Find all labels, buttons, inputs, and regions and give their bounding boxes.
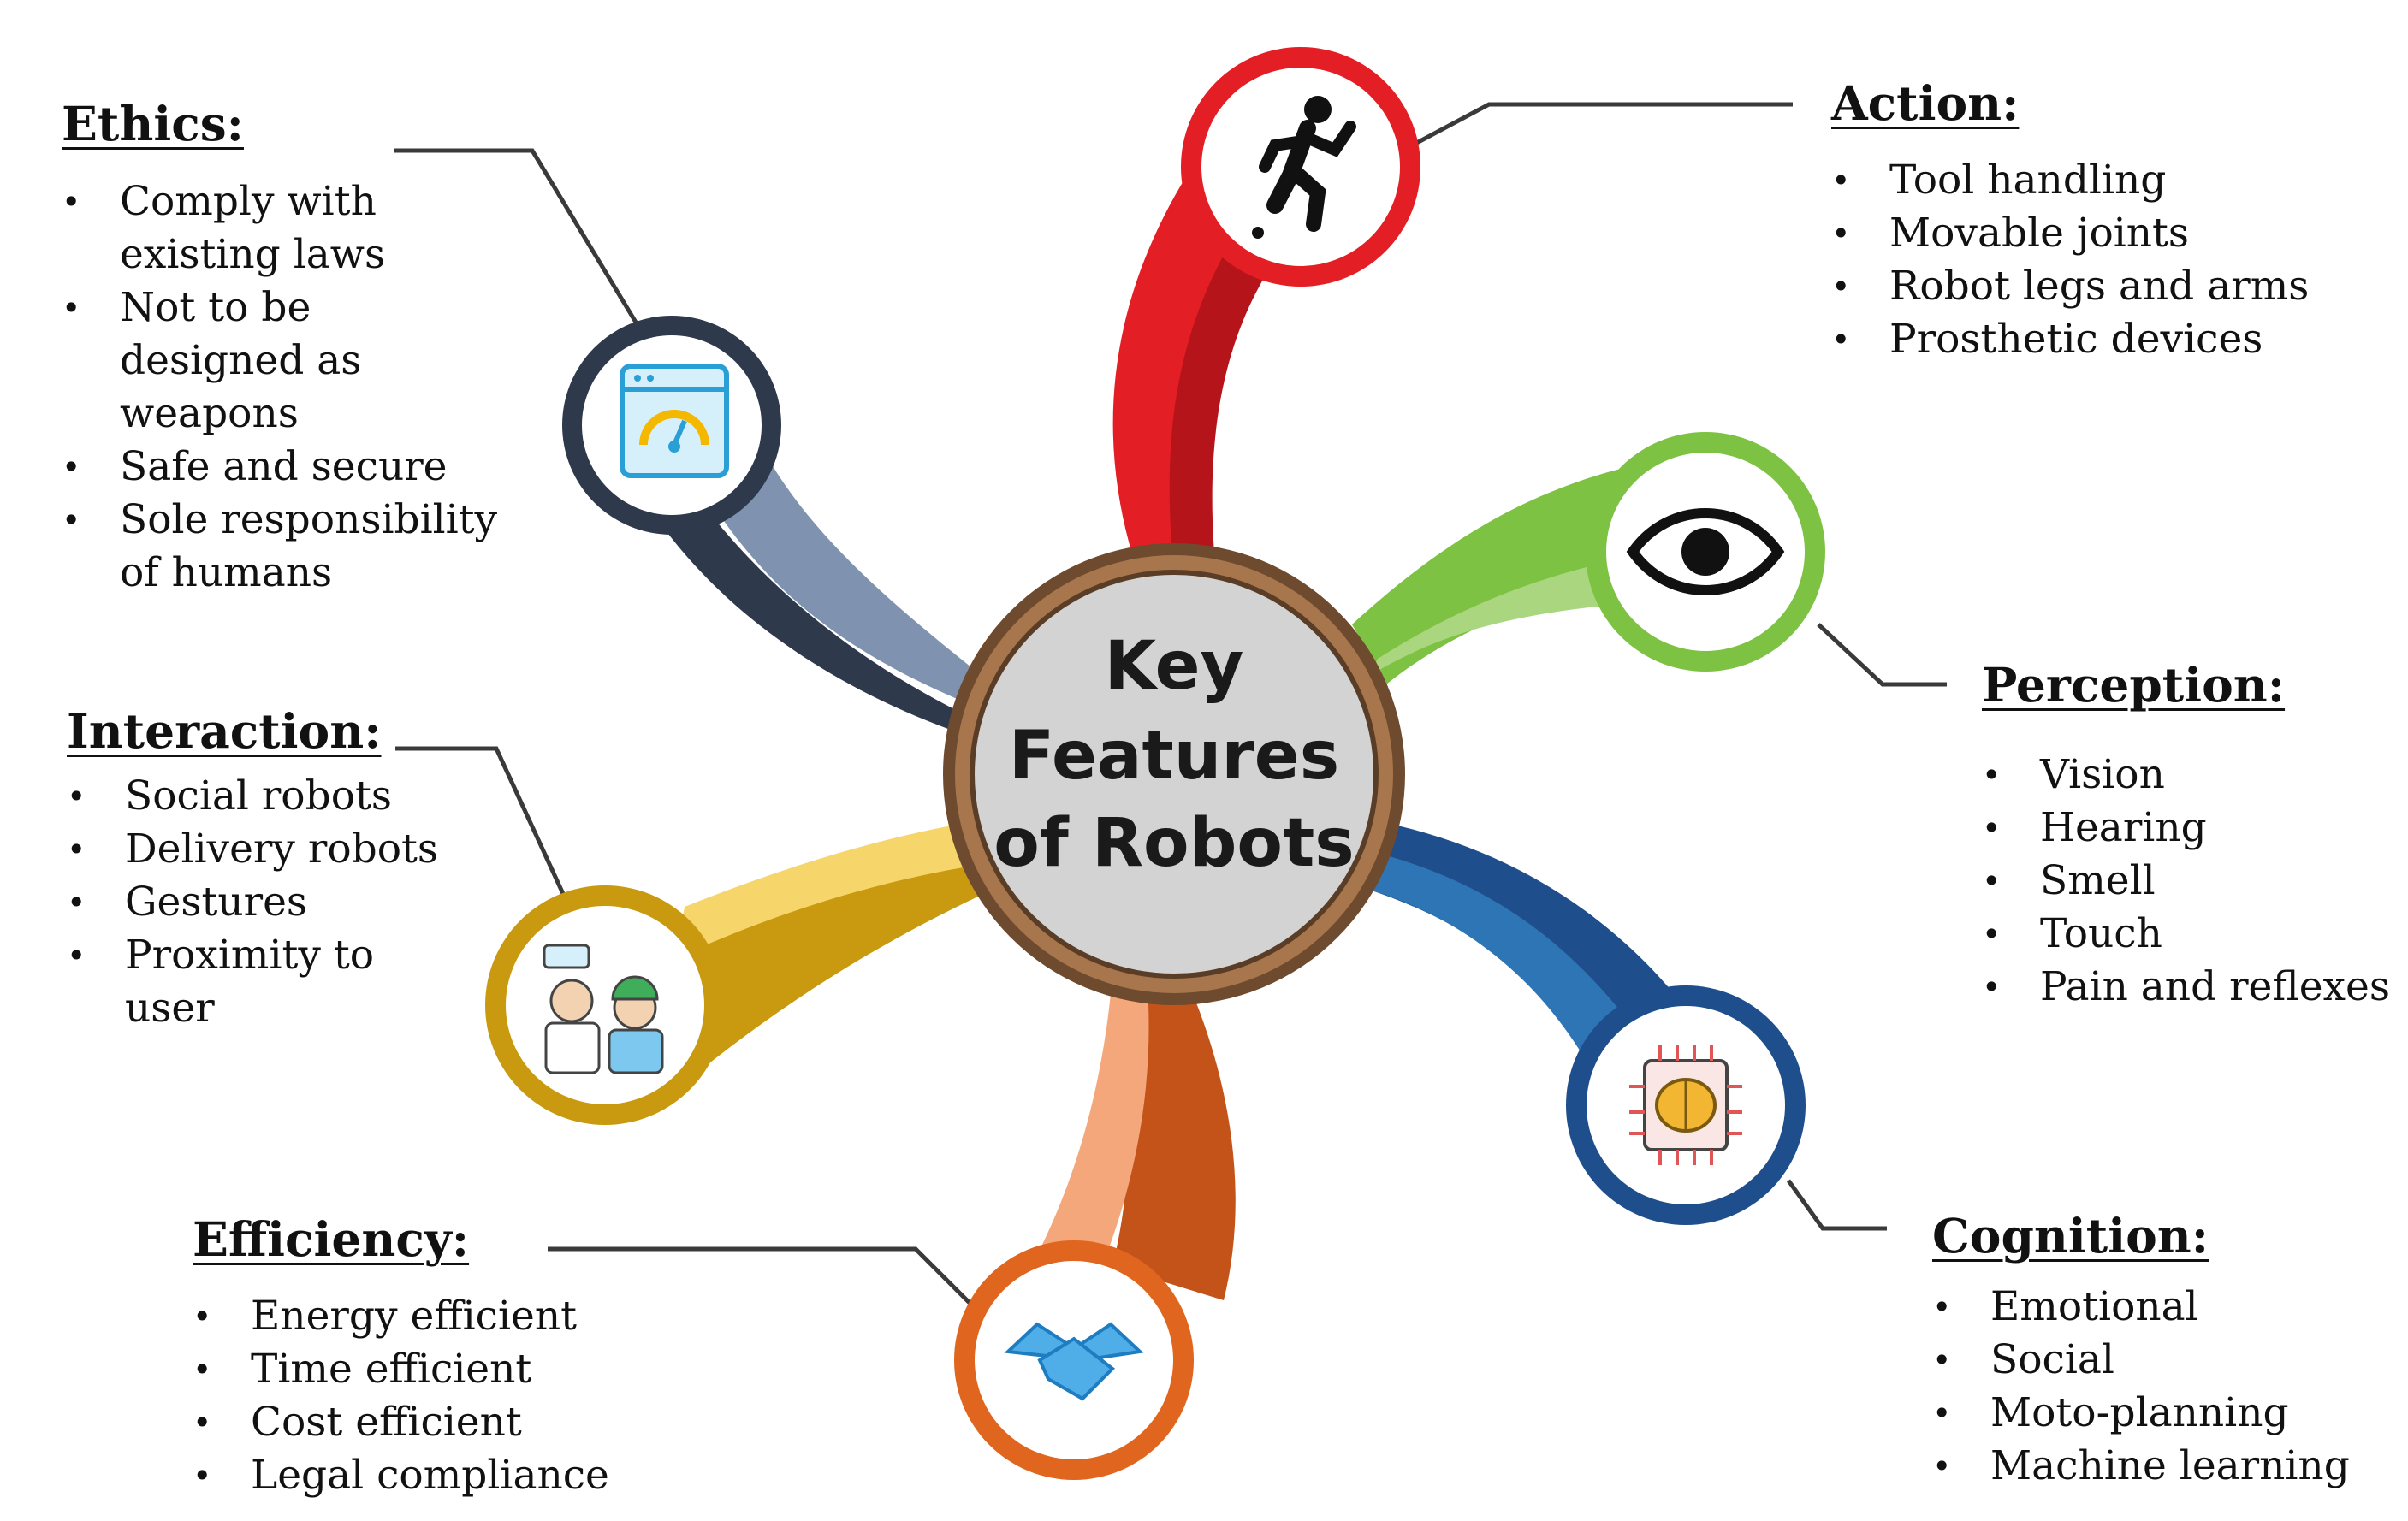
center-title-line1: Key (1105, 628, 1244, 705)
handshake-icon (1004, 1322, 1144, 1401)
human-robot-icon (543, 944, 664, 1074)
connector-lines (394, 102, 1947, 1311)
center-title-line3: of Robots (993, 805, 1354, 882)
efficiency-title: Efficiency: (193, 1211, 470, 1267)
action-title: Action: (1831, 75, 2020, 131)
perception-circle (1586, 432, 1825, 672)
list-item: Machine learning (1932, 1440, 2394, 1493)
list-item: Safe and secure (62, 441, 507, 494)
gauge-window-icon (620, 364, 729, 478)
ethics-circle (562, 316, 781, 535)
list-item: Moto-planning (1932, 1387, 2394, 1440)
interaction-list: Social robots Delivery robots Gestures P… (67, 770, 460, 1035)
list-item: Social (1932, 1334, 2394, 1387)
efficiency-petal (1027, 967, 1236, 1300)
interaction-circle (485, 885, 725, 1125)
efficiency-list: Energy efficient Time efficient Cost eff… (193, 1290, 672, 1502)
list-item: Hearing (1982, 802, 2393, 855)
interaction-connector (395, 746, 572, 908)
action-connector (1410, 102, 1793, 148)
center-hub: Key Features of Robots (943, 543, 1405, 1005)
ethics-petal (599, 411, 1010, 736)
list-item: Emotional (1932, 1281, 2394, 1334)
perception-list: Vision Hearing Smell Touch Pain and refl… (1982, 749, 2393, 1014)
list-item: Vision (1982, 749, 2393, 802)
running-person-icon (1252, 96, 1356, 239)
ethics-connector (394, 148, 640, 327)
list-item: Time efficient (193, 1343, 672, 1396)
list-item: Touch (1982, 908, 2393, 961)
perception-connector (1817, 623, 1947, 687)
list-item: Prosthetic devices (1831, 313, 2379, 366)
action-petal (1112, 171, 1266, 573)
list-item: Energy efficient (193, 1290, 672, 1343)
list-item: Legal compliance (193, 1449, 672, 1502)
list-item: Robot legs and arms (1831, 260, 2379, 313)
list-item: Gestures (67, 876, 460, 929)
efficiency-connector (548, 1246, 977, 1311)
ethics-title: Ethics: (62, 96, 244, 151)
perception-title: Perception: (1982, 657, 2286, 713)
interaction-title: Interaction: (67, 703, 382, 759)
list-item: Movable joints (1831, 207, 2379, 260)
list-item: Delivery robots (67, 823, 460, 876)
list-item: Comply with existing laws (62, 175, 507, 281)
cognition-title: Cognition: (1932, 1208, 2209, 1264)
interaction-petal (676, 821, 993, 1069)
cognition-connector (1786, 1179, 1887, 1231)
ethics-list: Comply with existing laws Not to be desi… (62, 175, 507, 600)
list-item: Tool handling (1831, 154, 2379, 207)
efficiency-circle (954, 1240, 1194, 1480)
list-item: Proximity to user (67, 929, 460, 1035)
list-item: Sole responsibility of humans (62, 494, 507, 600)
list-item: Smell (1982, 855, 2393, 908)
list-item: Cost efficient (193, 1396, 672, 1449)
list-item: Pain and reflexes (1982, 961, 2393, 1014)
list-item: Social robots (67, 770, 460, 823)
cognition-list: Emotional Social Moto-planning Machine l… (1932, 1281, 2394, 1493)
brain-chip-icon (1629, 1045, 1742, 1165)
list-item: Not to be designed as weapons (62, 281, 507, 441)
eye-icon (1626, 508, 1785, 595)
action-circle (1181, 47, 1420, 287)
center-title-line2: Features (1009, 718, 1339, 795)
action-list: Tool handling Movable joints Robot legs … (1831, 154, 2379, 366)
cognition-circle (1566, 985, 1806, 1225)
